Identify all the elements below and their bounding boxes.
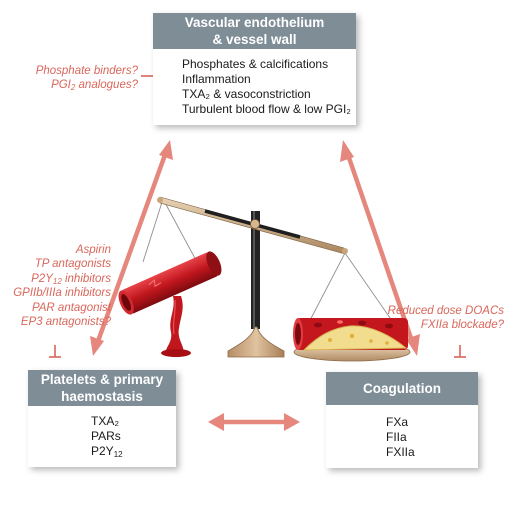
platelets-item: P2Y12 [91,444,123,459]
arrow-vessel-platelets [90,140,173,356]
vessel-wall-item: Phosphates & calcifications [182,57,329,71]
platelet-therapies: Aspirin TP antagonists P2Y12 inhibitors … [13,243,111,329]
vessel-wall-item: Inflammation [182,72,251,86]
atherosclerotic-plaque-icon [293,318,408,351]
platelet-therapy-item: Aspirin [75,244,111,256]
blood-drop-icon [161,296,191,357]
platelets-item: TXA₂ [91,414,119,428]
coagulation-box-header: Coagulation [326,372,478,405]
arrow-platelets-coagulation [208,413,300,431]
vessel-therapy-item: PGI2 analogues? [51,79,138,92]
vessel-wall-title-line2: & vessel wall [212,32,297,47]
vessel-therapy-item: Phosphate binders? [35,65,138,77]
coag-therapy-item: Reduced dose DOACs [387,305,504,317]
platelet-therapy-item: GPIIb/IIIa inhibitors [13,287,111,300]
coagulation-item: FXa [386,415,409,429]
vessel-wall-item: TXA₂ & vasoconstriction [182,87,311,101]
platelet-therapy-item: EP3 antagonists? [20,316,111,329]
platelets-box: Platelets & primary haemostasis TXA₂ PAR… [28,370,176,467]
vessel-wall-title-line1: Vascular endothelium [184,15,325,30]
platelets-title-line1: Platelets & primary [40,372,164,387]
vessel-therapies: Phosphate binders? PGI2 analogues? [36,64,138,92]
platelet-therapy-item: P2Y12 inhibitors [31,272,111,286]
coagulation-box: Coagulation FXa FIIa FXIIa [326,372,478,468]
coagulation-item: FXIIa [386,445,415,459]
platelet-therapy-item: PAR antagonist [31,301,111,314]
inhibition-bar-coagulation [454,345,466,358]
coagulation-item: FIIa [386,430,407,444]
inhibition-bar-platelets [49,345,61,358]
blood-vessel-icon [118,251,222,315]
platelet-therapy-item: TP antagonists [34,258,111,271]
vessel-wall-item: Turbulent blood flow & low PGI₂ [182,102,351,116]
platelets-item: PARs [91,429,121,443]
vessel-wall-box: Vascular endothelium & vessel wall Phosp… [153,13,356,125]
platelets-item-list: TXA₂ PARs P2Y12 [28,406,176,459]
coagulation-title: Coagulation [363,381,441,396]
coagulation-therapies: Reduced dose DOACs FXIIa blockade? [388,304,504,332]
vessel-wall-item-list: Phosphates & calcifications Inflammation… [153,49,356,117]
arrow-vessel-coagulation [340,140,420,356]
platelets-title-line2: haemostasis [61,389,143,404]
coagulation-item-list: FXa FIIa FXIIa [326,405,478,460]
vessel-wall-box-header: Vascular endothelium & vessel wall [153,13,356,49]
platelets-box-header: Platelets & primary haemostasis [28,370,176,406]
balance-scale-icon [142,196,411,362]
coag-therapy-item: FXIIa blockade? [420,319,504,331]
